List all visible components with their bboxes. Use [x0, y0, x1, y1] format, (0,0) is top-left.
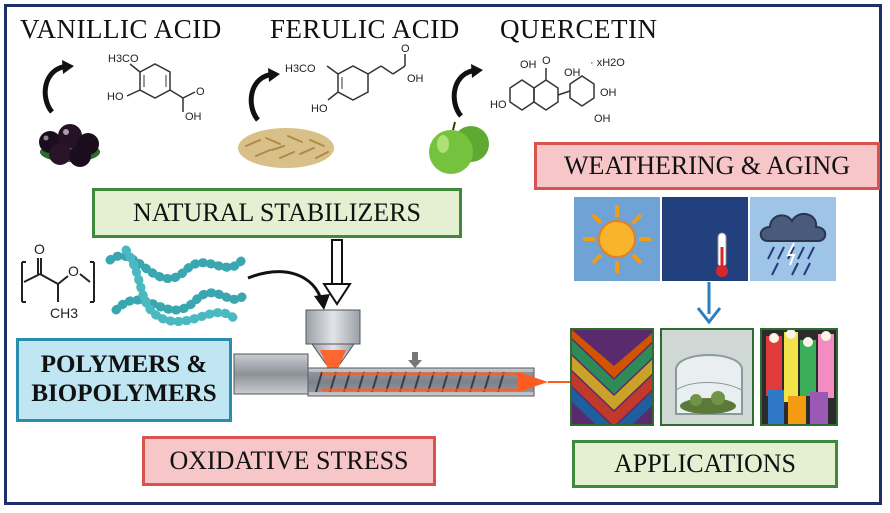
sun-icon [583, 205, 651, 273]
polymer-chains-image [105, 245, 249, 326]
curved-arrow-icon [451, 64, 483, 118]
storm-cloud-icon [759, 212, 827, 276]
vanillic-acid-structure: H3CO HO O OH [107, 53, 205, 123]
polymers-biopolymers-box: POLYMERS & BIOPOLYMERS [16, 338, 232, 422]
curved-arrow-icon [42, 60, 74, 114]
textiles-photo [570, 328, 654, 426]
oh-label: OH [600, 87, 617, 99]
polymers-label-line1: POLYMERS & [40, 351, 208, 379]
down-arrow-icon [696, 282, 722, 325]
polymers-label-line2: BIOPOLYMERS [31, 380, 217, 407]
extruder-image [233, 309, 572, 397]
storm-panel [750, 197, 836, 281]
acid-oh-label: OH [185, 111, 202, 123]
methoxy-label: H3CO [108, 53, 139, 65]
curved-arrow-icon [247, 270, 330, 310]
ferulic-acid-structure: H3CO HO O OH [285, 43, 424, 115]
oh-label: OH [594, 113, 611, 125]
diagram-frame [4, 4, 882, 505]
applications-box: APPLICATIONS [572, 440, 838, 488]
acid-oh-label: OH [407, 73, 424, 85]
pla-structure: O O CH3 [21, 241, 95, 321]
weathering-aging-box: WEATHERING & AGING [534, 142, 880, 190]
methoxy-label: H3CO [285, 63, 316, 75]
plastic-rolls-photo [760, 328, 838, 426]
oh-label: OH [520, 59, 537, 71]
vanillic-acid-title: VANILLIC ACID [20, 14, 222, 44]
oh-label: OH [564, 67, 581, 79]
quercetin-structure: OH O OH HO OH OH · xH2O [490, 55, 625, 125]
ester-o-label: O [68, 263, 79, 279]
ketone-o-label: O [542, 55, 551, 67]
quercetin-title: QUERCETIN [500, 14, 658, 44]
natural-stabilizers-box: NATURAL STABILIZERS [92, 188, 462, 238]
sun-panel [574, 197, 660, 281]
green-apples-image [429, 121, 489, 174]
carbonyl-o-label: O [34, 241, 45, 257]
hydroxy-label: HO [107, 91, 124, 103]
acid-o-label: O [196, 86, 205, 98]
oxidative-stress-box: OXIDATIVE STRESS [142, 436, 436, 486]
acai-berries-image [39, 124, 100, 167]
water-label: · xH2O [590, 57, 625, 69]
greenhouse-photo [660, 328, 754, 426]
night-panel [662, 197, 748, 281]
methyl-label: CH3 [50, 305, 78, 321]
hydroxy-label: HO [490, 99, 507, 111]
ferulic-acid-title: FERULIC ACID [270, 14, 460, 44]
down-arrow-icon [322, 239, 352, 306]
hydroxy-label: HO [311, 103, 328, 115]
thermometer-icon [716, 232, 728, 277]
acid-o-label: O [401, 43, 410, 55]
curved-arrow-icon [248, 68, 280, 122]
rice-grains-image [238, 128, 334, 168]
